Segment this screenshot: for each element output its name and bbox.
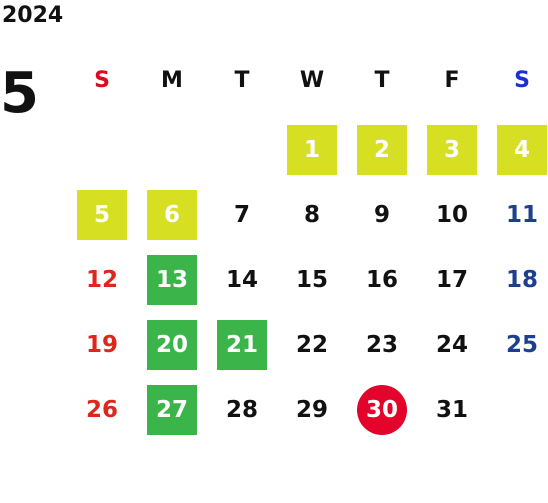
day-cell[interactable]: 29 <box>295 397 328 423</box>
day-cell[interactable]: 26 <box>85 397 118 423</box>
day-cell[interactable]: 16 <box>365 267 398 293</box>
weekday-header-saturday: S <box>514 68 530 93</box>
day-cell[interactable]: 30 <box>357 385 407 435</box>
month-label: 5 <box>0 61 39 126</box>
day-cell[interactable]: 2 <box>357 125 407 175</box>
day-cell[interactable]: 11 <box>505 202 538 228</box>
day-cell[interactable]: 23 <box>365 332 398 358</box>
day-cell[interactable]: 20 <box>147 320 197 370</box>
day-cell[interactable]: 28 <box>225 397 258 423</box>
day-cell[interactable]: 21 <box>217 320 267 370</box>
weekday-header-thursday: T <box>374 68 390 93</box>
day-cell[interactable]: 25 <box>505 332 538 358</box>
day-cell[interactable]: 6 <box>147 190 197 240</box>
weekday-header-tuesday: T <box>234 68 250 93</box>
weekday-header-sunday: S <box>94 68 110 93</box>
day-cell[interactable]: 13 <box>147 255 197 305</box>
day-cell[interactable]: 9 <box>373 202 390 228</box>
day-cell[interactable]: 17 <box>435 267 468 293</box>
day-cell[interactable]: 24 <box>435 332 468 358</box>
weekday-header-monday: M <box>161 68 183 93</box>
day-cell[interactable]: 10 <box>435 202 468 228</box>
day-cell[interactable]: 7 <box>233 202 250 228</box>
day-cell[interactable]: 3 <box>427 125 477 175</box>
day-cell[interactable]: 31 <box>435 397 468 423</box>
day-cell[interactable]: 14 <box>225 267 258 293</box>
day-cell[interactable]: 8 <box>303 202 320 228</box>
day-cell[interactable]: 12 <box>85 267 118 293</box>
day-cell[interactable]: 27 <box>147 385 197 435</box>
day-cell[interactable]: 4 <box>497 125 547 175</box>
day-cell[interactable]: 19 <box>85 332 118 358</box>
day-cell[interactable]: 18 <box>505 267 538 293</box>
day-cell[interactable]: 1 <box>287 125 337 175</box>
day-cell[interactable]: 5 <box>77 190 127 240</box>
day-cell[interactable]: 22 <box>295 332 328 358</box>
year-label: 2024 <box>2 3 64 28</box>
weekday-header-friday: F <box>444 68 460 93</box>
weekday-header-wednesday: W <box>299 68 325 93</box>
day-cell[interactable]: 15 <box>295 267 328 293</box>
